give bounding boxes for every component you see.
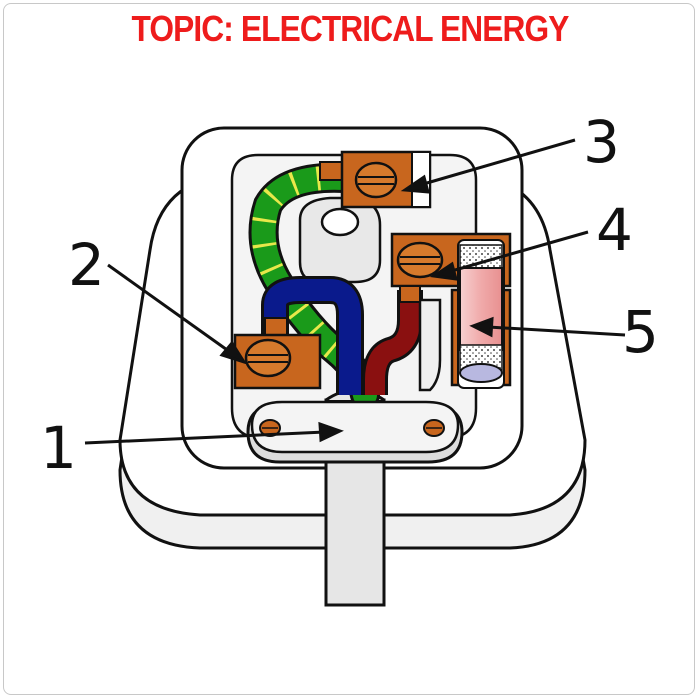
live-pin-body	[418, 298, 442, 392]
label-3: 3	[583, 108, 620, 176]
fuse	[450, 239, 512, 389]
pointer-3	[419, 138, 576, 187]
page-title: TOPIC: ELECTRICAL ENERGY	[131, 8, 569, 49]
pointer-2-arrowhead	[219, 340, 248, 365]
neutral-terminal	[233, 317, 322, 390]
pointer-5-arrowhead	[469, 316, 494, 338]
cable-grip	[246, 400, 464, 464]
label-1: 1	[40, 414, 77, 482]
pointer-5	[487, 325, 626, 337]
pointer-lines	[84, 138, 626, 445]
pointer-1	[84, 430, 326, 445]
earth-pin-collar	[298, 196, 382, 284]
label-5: 5	[622, 298, 659, 366]
pointer-4-arrowhead	[429, 261, 459, 281]
label-2: 2	[68, 231, 105, 299]
neutral-wire	[261, 276, 364, 395]
pointer-2	[107, 263, 231, 354]
live-wire	[362, 290, 423, 395]
label-4: 4	[596, 196, 633, 264]
pointer-3-arrowhead	[400, 174, 431, 194]
pointer-4	[447, 230, 589, 274]
pointer-1-arrowhead	[318, 421, 344, 443]
